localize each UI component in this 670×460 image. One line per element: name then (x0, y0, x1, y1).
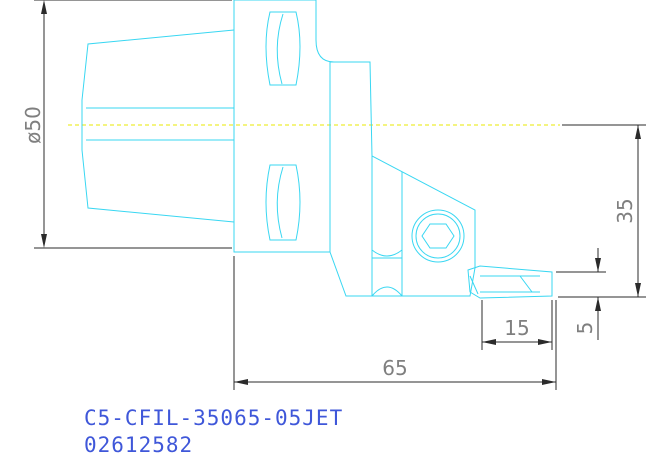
arrow (542, 379, 556, 385)
lower-slot-inner (276, 166, 284, 239)
head-pocket-upper (371, 249, 403, 257)
arrow (41, 234, 47, 248)
arrow (595, 258, 601, 272)
insert-line-c (519, 275, 533, 293)
dimension-tip-height: 5 (556, 248, 606, 340)
insert-tip (467, 265, 553, 299)
order-code: 02612582 (84, 433, 193, 457)
arrow (234, 379, 248, 385)
arrow (635, 283, 641, 297)
dimension-overall-length: 65 (233, 256, 557, 390)
clamp-screw-outer (411, 209, 465, 263)
flange-body (233, 0, 330, 253)
shank (81, 29, 235, 223)
arrow (482, 339, 496, 345)
dimension-diameter: ø50 (21, 0, 232, 249)
dimension-tip-width: 15 (481, 300, 553, 350)
head-block (329, 61, 476, 297)
dim-tip-width-label: 15 (504, 316, 529, 340)
arrow (41, 0, 47, 14)
dimension-height-center: 35 (558, 124, 646, 298)
dim-diameter-label: ø50 (21, 106, 45, 144)
upper-slot-inner (276, 13, 284, 85)
dim-length-label: 65 (382, 356, 407, 380)
part-number: C5-CFIL-35065-05JET (84, 406, 343, 430)
arrow (595, 297, 601, 311)
clamp-screw-inner (415, 213, 461, 259)
head-pocket-lower (371, 286, 403, 297)
upper-slot (265, 11, 301, 86)
arrow (635, 125, 641, 139)
flange-step (315, 0, 370, 63)
dim-tip-height-label: 5 (573, 322, 597, 335)
clamp-screw-hex (421, 223, 455, 249)
insert-line-d (469, 275, 479, 295)
lower-slot (265, 164, 301, 241)
arrow (538, 339, 552, 345)
tool-holder-outline (81, 0, 553, 299)
dim-height-label: 35 (613, 198, 637, 223)
